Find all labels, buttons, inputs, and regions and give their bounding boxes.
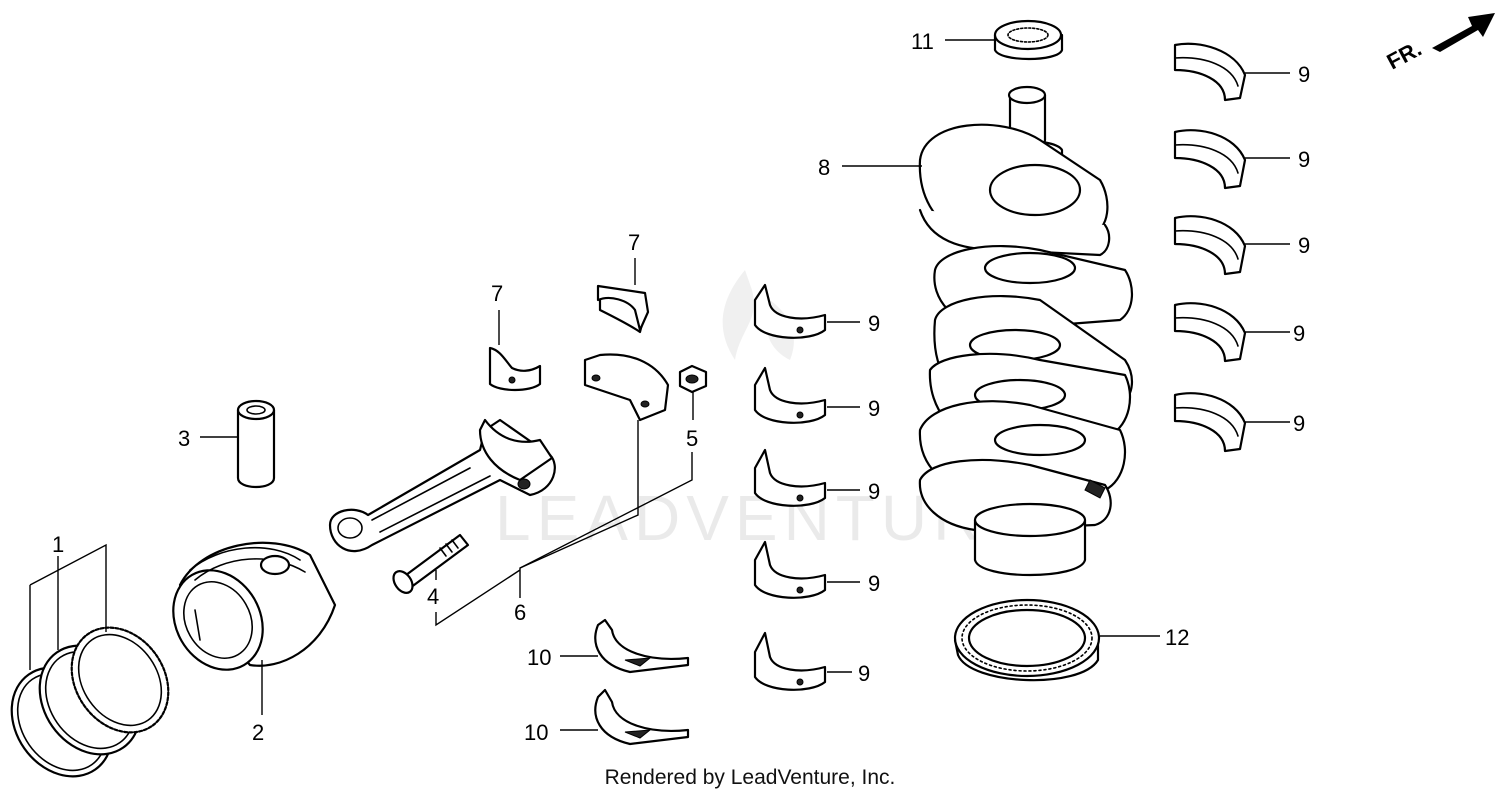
callout-6: 6 <box>514 600 526 625</box>
watermark-flame-icon <box>722 270 794 360</box>
front-direction-indicator: FR. <box>1383 13 1495 74</box>
main-bearing <box>753 366 827 424</box>
main-bearing <box>1173 129 1247 190</box>
main-bearing <box>753 540 827 599</box>
main-bearing <box>1173 215 1247 276</box>
footer-credit: Rendered by LeadVenture, Inc. <box>604 766 896 789</box>
callout-9: 9 <box>868 479 880 504</box>
piston <box>172 541 337 671</box>
callout-7-lower-bearing: 7 <box>628 230 640 255</box>
callout-9: 9 <box>1293 411 1305 436</box>
callout-9: 9 <box>1298 233 1310 258</box>
callout-11: 11 <box>911 29 934 54</box>
callout-7-upper-bearing: 7 <box>491 281 503 306</box>
connecting-rod <box>328 418 556 553</box>
callout-3: 3 <box>178 426 190 451</box>
connecting-rod-bearing-lower <box>596 284 650 334</box>
connecting-rod-cap <box>583 353 670 422</box>
piston-rings <box>10 626 170 778</box>
crankshaft <box>918 85 1133 577</box>
callout-9: 9 <box>858 661 870 686</box>
thrust-washer <box>594 618 690 674</box>
callout-4: 4 <box>427 584 439 609</box>
main-bearing <box>1173 42 1247 102</box>
callout-9: 9 <box>868 311 880 336</box>
callout-12: 12 <box>1165 625 1189 650</box>
main-bearings-right <box>1173 42 1247 453</box>
callout-10: 10 <box>527 645 551 670</box>
leader-lines <box>29 39 1290 731</box>
connecting-rod-bolt <box>392 533 470 594</box>
front-arrow-icon <box>1432 13 1495 52</box>
callout-9: 9 <box>868 571 880 596</box>
callout-2: 2 <box>252 720 264 745</box>
main-bearing <box>753 448 827 507</box>
main-bearing <box>753 283 827 339</box>
callout-9: 9 <box>1293 321 1305 346</box>
thrust-washer <box>594 688 690 746</box>
callout-10: 10 <box>524 720 548 745</box>
callout-5: 5 <box>686 426 698 451</box>
connecting-rod-bearing-upper <box>488 346 542 392</box>
connecting-rod-nut <box>678 364 708 394</box>
main-bearing <box>1173 302 1247 363</box>
callout-9: 9 <box>1298 62 1310 87</box>
callout-9: 9 <box>1298 147 1310 172</box>
main-bearing <box>753 631 827 691</box>
front-direction-label: FR. <box>1383 36 1426 75</box>
oil-seal-lower <box>953 598 1101 682</box>
thrust-washers <box>594 618 690 746</box>
oil-seal-upper <box>993 19 1064 61</box>
piston-pin <box>236 399 276 489</box>
main-bearing <box>1173 392 1247 453</box>
callout-8: 8 <box>818 155 830 180</box>
callout-9: 9 <box>868 396 880 421</box>
main-bearings-left <box>753 283 827 691</box>
callout-labels: 1 2 3 4 5 6 7 7 8 9 9 9 9 9 9 9 9 9 9 10… <box>52 29 1310 745</box>
callout-1: 1 <box>52 532 64 557</box>
